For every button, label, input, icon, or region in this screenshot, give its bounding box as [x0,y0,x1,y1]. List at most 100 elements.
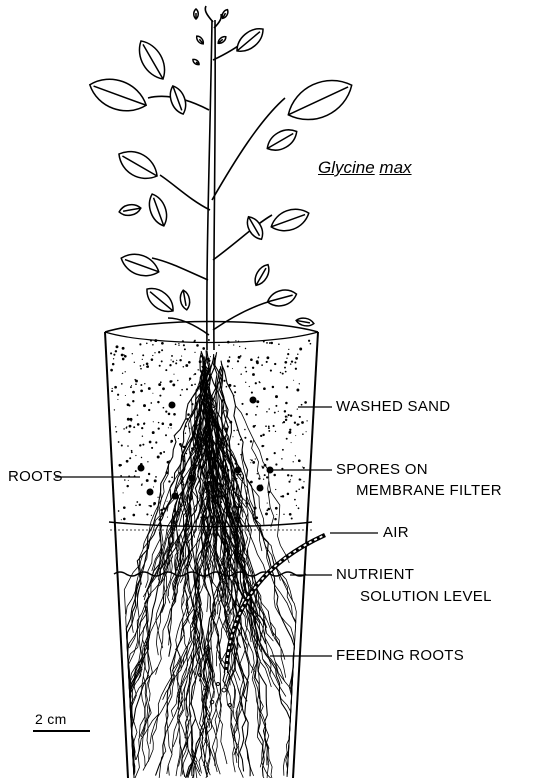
sand-grain [181,356,182,357]
sand-grain [171,427,172,428]
sand-grain [143,364,144,365]
sand-grain [113,354,115,356]
sand-grain [233,344,234,345]
sand-grain [235,340,236,341]
sand-grain [285,371,287,373]
sand-grain [233,430,234,431]
sand-grain [167,501,168,502]
sand-grain [251,392,253,394]
sand-grain [287,416,288,417]
sand-grain [296,389,299,392]
sand-grain [165,434,167,436]
sand-grain [306,420,307,421]
sand-grain [178,345,179,346]
sand-grain [210,356,211,357]
sand-grain [139,444,141,446]
label-spores-line2: MEMBRANE FILTER [356,482,502,500]
sand-grain [154,339,157,342]
sand-grain [301,486,304,489]
sand-grain [282,373,284,375]
spore [169,402,176,409]
sand-grain [280,372,282,374]
sand-grain [298,507,300,509]
sand-grain [274,363,276,365]
sand-grain [127,418,130,421]
sand-grain [255,458,256,459]
sand-grain [293,380,294,381]
sand-grain [135,383,137,385]
leaf [118,249,162,281]
sand-grain [175,362,177,364]
sand-grain [260,435,262,437]
sand-grain [171,355,173,357]
sand-grain [169,364,171,366]
sand-grain [194,340,196,342]
sand-grain [196,344,199,347]
sand-grain [189,380,190,381]
sand-grain [182,340,184,342]
sand-grain [296,505,297,506]
sand-grain [146,343,148,345]
sand-grain [291,442,292,443]
sand-grain [163,451,165,453]
sand-grain [181,389,183,391]
sand-grain [162,387,165,390]
sand-grain [152,393,153,394]
sand-grain [298,459,301,462]
sand-grain [123,506,126,509]
sand-grain [302,466,303,467]
sand-grain [299,383,300,384]
sand-grain [288,414,290,416]
sand-grain [157,497,158,498]
sand-grain [258,357,260,359]
sand-grain [165,411,167,413]
sand-grain [151,358,154,361]
sand-grain [285,402,288,405]
leaf [118,203,141,217]
sand-grain [272,386,274,388]
sand-grain [128,480,129,481]
sand-grain [158,383,161,386]
sand-grain [132,391,135,394]
sand-grain [171,380,173,382]
sand-grain [112,363,115,366]
sand-grain [188,361,191,364]
sand-grain [153,486,154,487]
sand-grain [297,354,298,355]
sand-grain [284,410,286,412]
sand-grain [287,493,290,496]
sand-grain [287,474,289,476]
sand-grain [266,356,269,359]
sand-grain [127,445,129,447]
sand-grain [295,368,297,370]
sand-grain [150,339,152,341]
sand-grain [130,386,132,388]
root [219,705,228,764]
sand-grain [246,371,248,373]
sand-grain [126,426,127,427]
sand-grain [131,385,132,386]
root [270,622,285,660]
leaf [133,36,172,84]
sand-grain [268,427,270,429]
sand-grain [140,368,142,370]
sand-grain [125,395,126,396]
sand-grain [150,505,152,507]
leaf [266,287,299,309]
sand-grain [112,388,113,389]
sand-grain [252,367,254,369]
sand-grain [141,427,143,429]
sand-grain [173,413,176,416]
leaf [85,71,151,118]
sand-grain [142,359,143,360]
species-epithet: max [379,158,411,177]
sand-grain [134,362,135,363]
sand-grain [262,434,264,436]
sand-grain [146,365,149,368]
sand-grain [153,421,154,422]
leaf [221,9,230,20]
sand-grain [297,409,298,410]
sand-grain [258,381,260,383]
sand-grain [288,481,290,483]
sand-grain [250,440,252,442]
